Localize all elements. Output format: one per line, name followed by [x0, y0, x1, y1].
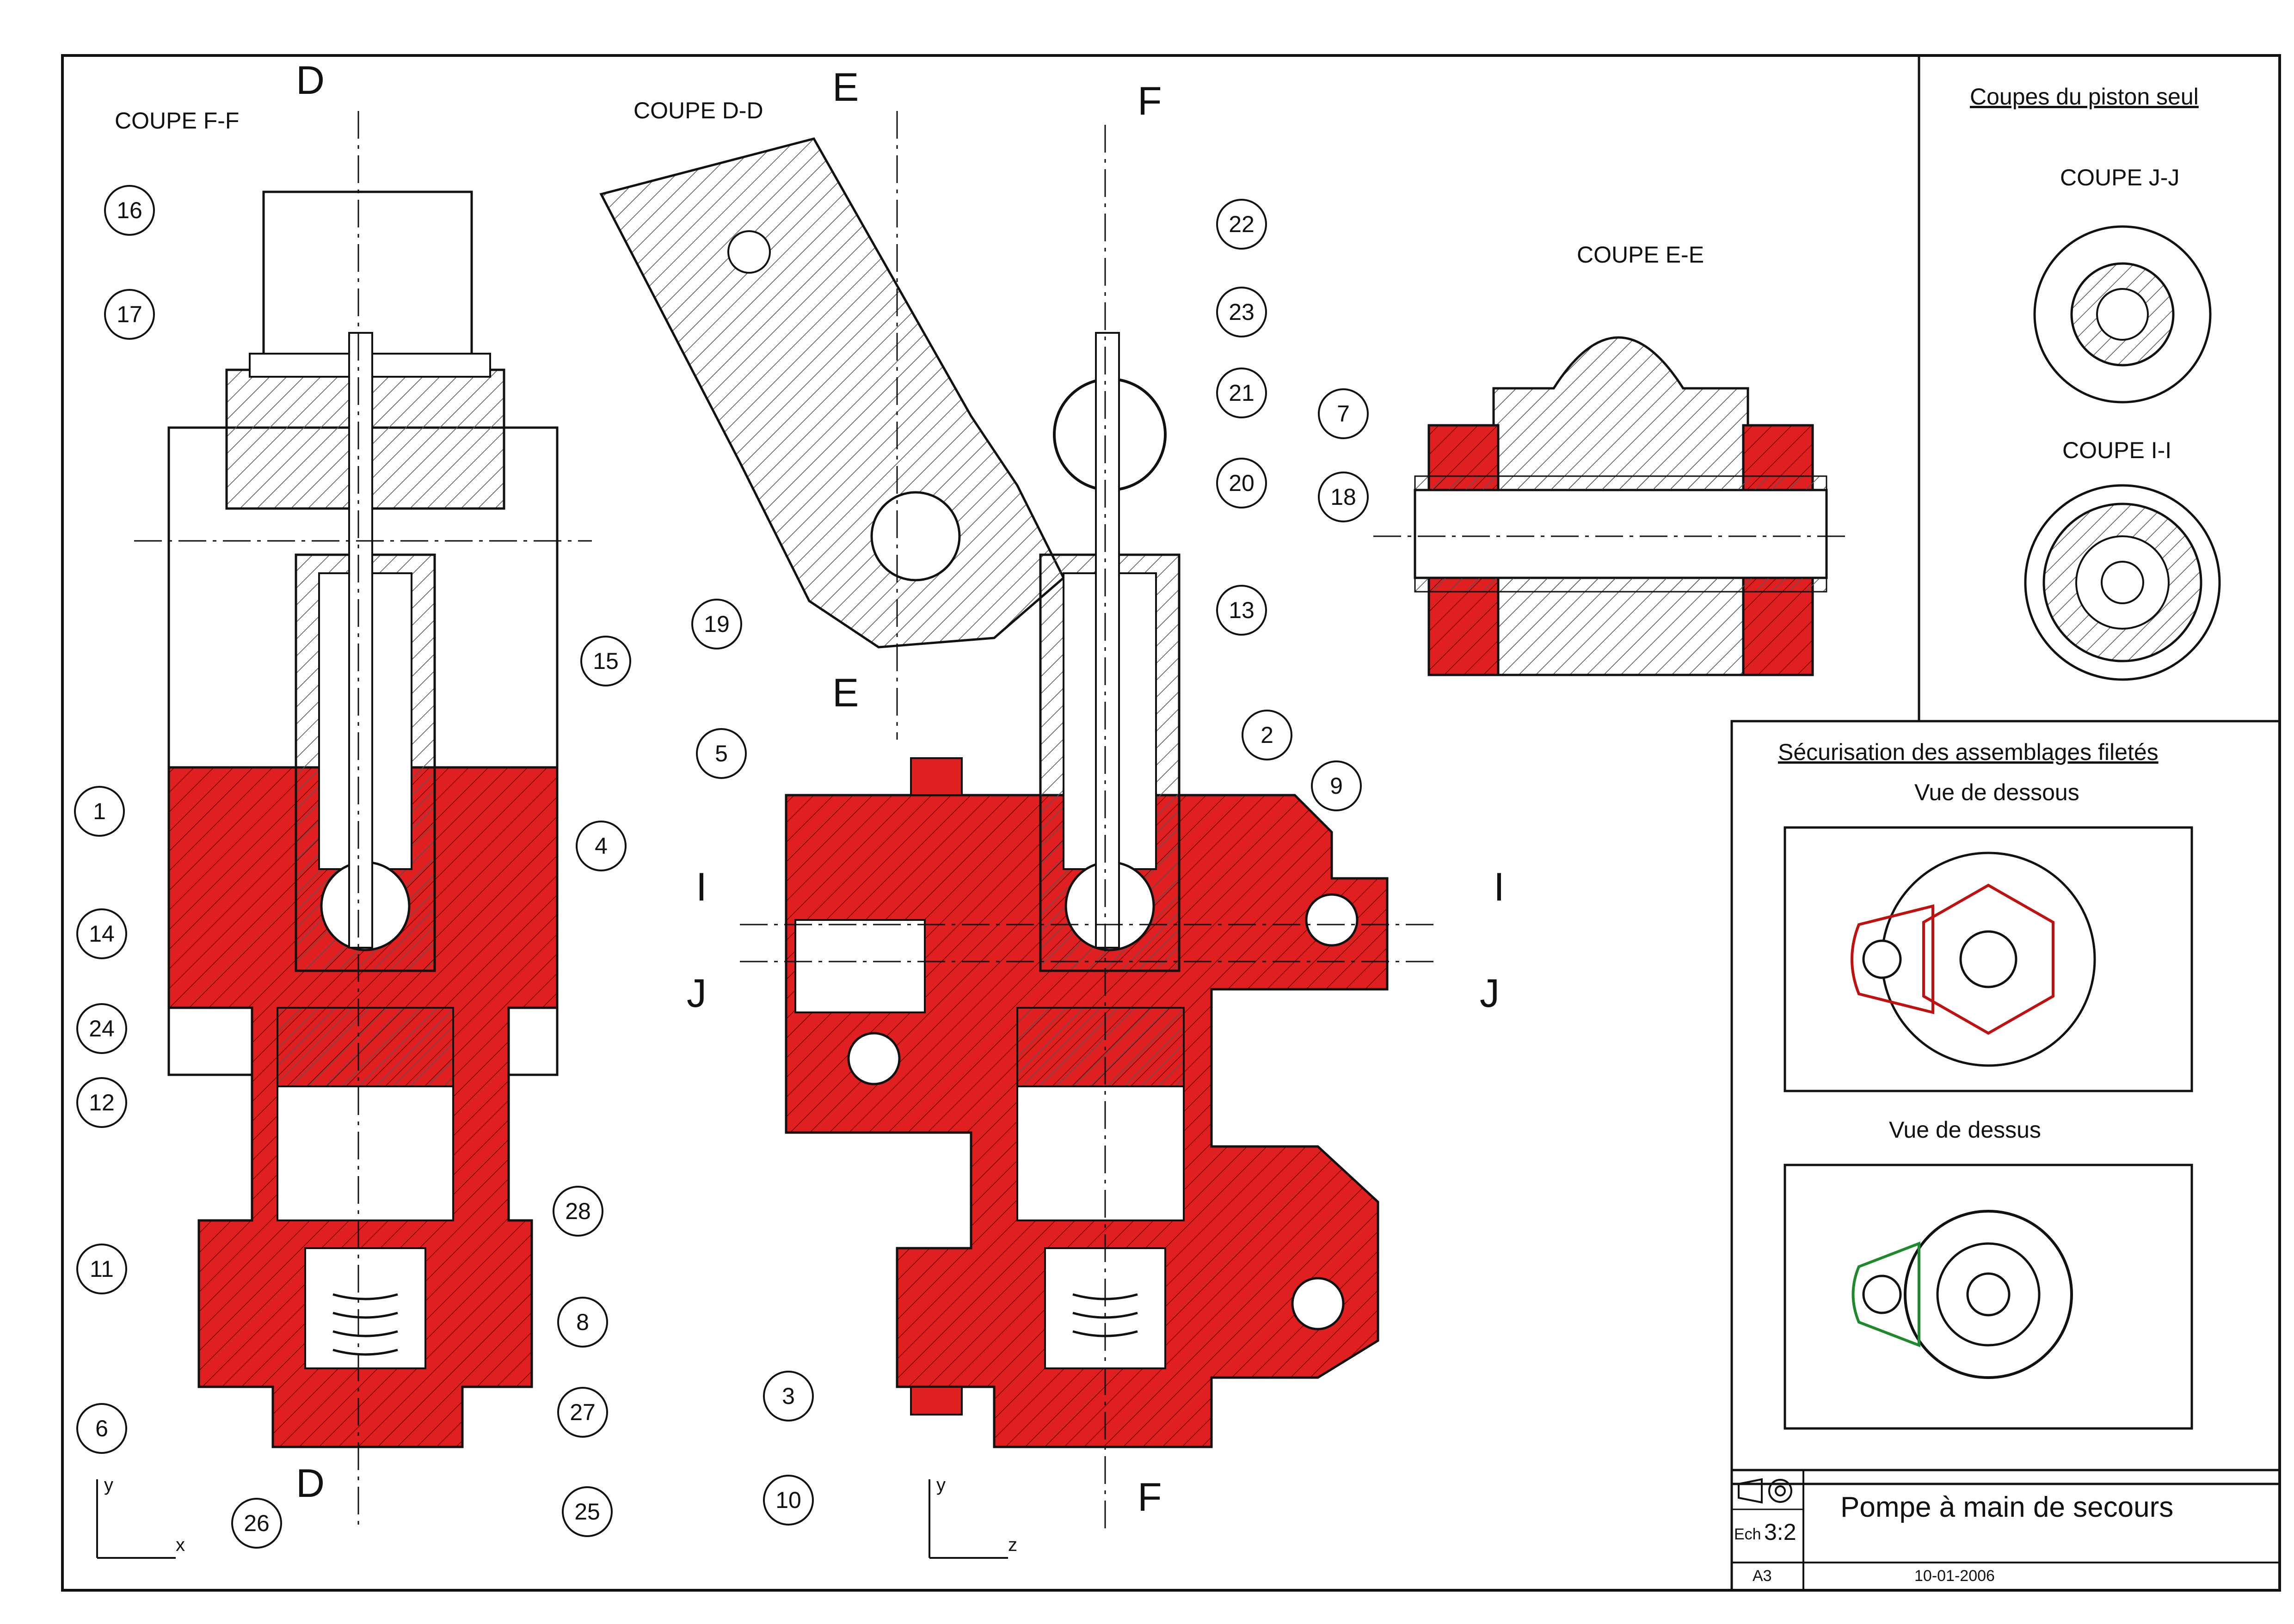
- view-coupe-jj: [2033, 225, 2212, 404]
- view-coupe-ii: [2024, 484, 2221, 681]
- axis-symbol-left: [96, 1479, 176, 1559]
- scale-label: Ech: [1734, 1526, 1761, 1543]
- first-angle-projection-icon: [1738, 1478, 1792, 1504]
- callout-15: 15: [580, 636, 631, 686]
- cut-letter-d-bottom: D: [296, 1461, 325, 1506]
- callout-12: 12: [76, 1077, 127, 1128]
- drawing-date: 10-01-2006: [1914, 1567, 1995, 1585]
- callout-1: 1: [74, 786, 125, 837]
- view-bottom: [1784, 826, 2193, 1092]
- callout-6: 6: [76, 1403, 127, 1454]
- callout-25: 25: [562, 1486, 613, 1537]
- callout-28: 28: [553, 1186, 603, 1237]
- cut-letter-i-right: I: [1494, 865, 1505, 909]
- view-coupe-ee: [1373, 336, 1850, 676]
- callout-27: 27: [557, 1387, 608, 1438]
- callout-14: 14: [76, 908, 127, 959]
- callout-13: 13: [1216, 585, 1267, 636]
- section-title-ff: COUPE F-F: [115, 108, 240, 134]
- axis-label-z2: z: [1008, 1535, 1017, 1555]
- cut-letter-f-bottom: F: [1138, 1475, 1162, 1520]
- cut-letter-j-right: J: [1480, 971, 1500, 1016]
- cut-letter-d-top: D: [296, 58, 325, 103]
- cut-letter-j-left: J: [687, 971, 707, 1016]
- view-coupe-ff: [134, 111, 592, 1526]
- cut-letter-e-top: E: [832, 65, 859, 110]
- callout-24: 24: [76, 1003, 127, 1054]
- callout-22: 22: [1216, 199, 1267, 250]
- cut-letter-e-mid: E: [832, 671, 859, 715]
- view-coupe-dd: [599, 111, 1433, 1530]
- sheet-format: A3: [1753, 1567, 1772, 1585]
- cut-letter-f-top: F: [1138, 79, 1162, 123]
- threads-panel-border: [1730, 720, 2281, 1485]
- cut-letter-i-left: I: [696, 865, 707, 909]
- callout-9: 9: [1311, 760, 1362, 811]
- axis-symbol-middle: [929, 1479, 1008, 1559]
- callout-19: 19: [691, 599, 742, 650]
- section-title-jj: COUPE J-J: [2060, 165, 2180, 190]
- section-title-dd: COUPE D-D: [633, 98, 763, 123]
- axis-label-y2: y: [936, 1475, 946, 1495]
- section-title-ee: COUPE E-E: [1577, 242, 1704, 268]
- bottom-view-title: Vue de dessous: [1914, 779, 2079, 805]
- callout-20: 20: [1216, 458, 1267, 509]
- callout-4: 4: [576, 821, 627, 871]
- callout-2: 2: [1242, 710, 1292, 760]
- top-view-title: Vue de dessus: [1889, 1117, 2041, 1143]
- callout-18: 18: [1318, 472, 1369, 522]
- callout-3: 3: [763, 1371, 814, 1422]
- callout-5: 5: [696, 728, 747, 779]
- view-top: [1784, 1164, 2193, 1430]
- callout-7: 7: [1318, 388, 1369, 439]
- piston-panel-title: Coupes du piston seul: [1970, 84, 2199, 110]
- section-title-ii: COUPE I-I: [2062, 437, 2172, 463]
- axis-label-x1: x: [176, 1535, 185, 1555]
- drawing-title: Pompe à main de secours: [1840, 1491, 2174, 1523]
- callout-11: 11: [76, 1244, 127, 1294]
- callout-16: 16: [104, 185, 155, 236]
- callout-21: 21: [1216, 368, 1267, 418]
- callout-23: 23: [1216, 287, 1267, 337]
- callout-8: 8: [557, 1297, 608, 1348]
- callout-17: 17: [104, 289, 155, 340]
- callout-10: 10: [763, 1475, 814, 1526]
- callout-26: 26: [231, 1498, 282, 1549]
- axis-label-y1: y: [104, 1475, 113, 1495]
- threads-panel-title: Sécurisation des assemblages filetés: [1778, 739, 2159, 765]
- title-block-border: [1730, 1469, 2281, 1592]
- scale-value: 3:2: [1764, 1519, 1796, 1545]
